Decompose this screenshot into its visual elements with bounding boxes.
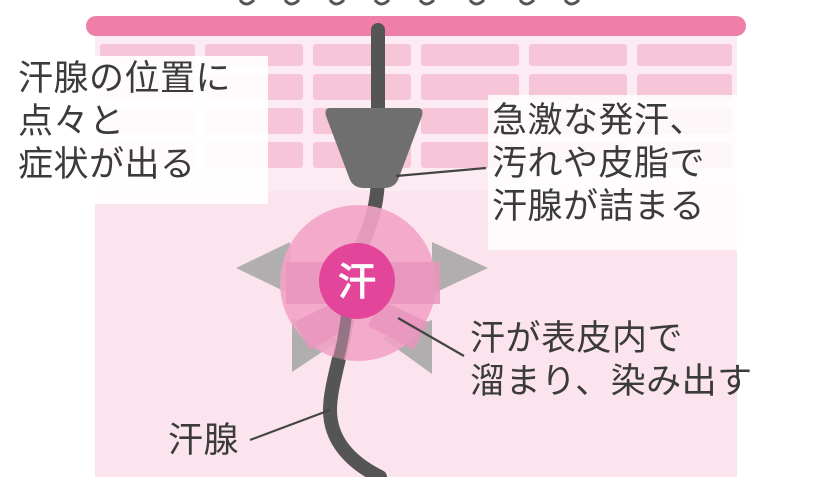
arrow-left-icon <box>236 242 290 294</box>
leader-gland <box>249 408 331 442</box>
sweat-badge-label: 汗 <box>338 260 376 304</box>
label-cause-line-3: 汗腺が詰まる <box>492 187 706 227</box>
label-cause-line-2: 汚れや皮脂で <box>492 144 706 184</box>
label-leak-line-1: 汗が表皮内で <box>470 319 684 359</box>
label-gland: 汗腺 <box>168 420 239 463</box>
leader-cause <box>395 166 487 178</box>
label-symptom-line-1: 汗腺の位置に <box>18 59 232 99</box>
arrow-right-icon <box>432 242 488 294</box>
label-symptom-line-2: 点々と <box>18 102 125 142</box>
label-cause-line-1: 急激な発汗、 <box>492 101 706 141</box>
label-symptom: 汗腺の位置に 点々と 症状が出る <box>18 58 231 187</box>
label-backdrop-left <box>0 56 268 204</box>
label-gland-text: 汗腺 <box>168 421 240 461</box>
label-symptom-line-3: 症状が出る <box>18 145 196 185</box>
clog-plug <box>325 108 423 188</box>
leader-lines <box>249 166 487 442</box>
sweat-badge <box>319 243 395 319</box>
label-backdrop-right <box>488 95 778 250</box>
label-leak-line-2: 溜まり、染み出す <box>470 362 753 402</box>
leader-leak <box>397 317 465 357</box>
label-leak: 汗が表皮内で 溜まり、染み出す <box>470 318 753 404</box>
label-cause: 急激な発汗、 汚れや皮脂で 汗腺が詰まる <box>492 100 705 229</box>
heading-cut-off <box>225 0 595 6</box>
skin-surface-bar <box>86 16 746 36</box>
